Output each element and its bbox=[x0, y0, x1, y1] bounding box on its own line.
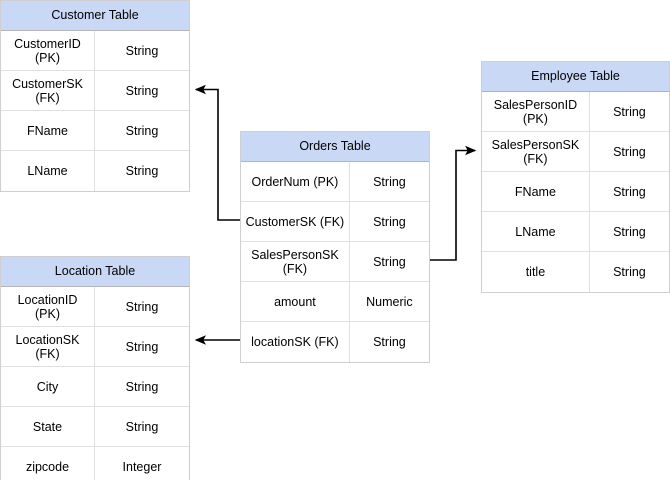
field-type: String bbox=[125, 339, 159, 354]
field-type: String bbox=[613, 104, 646, 119]
entity-row[interactable]: LName String bbox=[482, 212, 669, 252]
field-type: Integer bbox=[122, 460, 162, 474]
entity-row[interactable]: locationSK (FK) String bbox=[241, 322, 429, 362]
entity-title-employee: Employee Table bbox=[482, 62, 669, 92]
field-type: String bbox=[613, 224, 646, 239]
field-name: LName bbox=[482, 212, 590, 251]
field-name: CustomerSK (FK) bbox=[241, 202, 350, 241]
entity-row[interactable]: State String bbox=[1, 407, 189, 447]
field-name: State bbox=[1, 407, 95, 446]
field-type: String bbox=[125, 419, 159, 434]
relationship-orders-to-employee[interactable] bbox=[430, 145, 477, 261]
field-name: SalesPersonID (PK) bbox=[482, 92, 590, 131]
field-type: String bbox=[613, 144, 646, 159]
entity-row[interactable]: CustomerID (PK) String bbox=[1, 31, 189, 71]
field-name: amount bbox=[241, 282, 350, 321]
field-type: String bbox=[125, 123, 159, 138]
field-name: FName bbox=[482, 172, 590, 211]
field-type: String bbox=[125, 43, 159, 58]
entity-row[interactable]: CustomerSK (FK) String bbox=[241, 202, 429, 242]
field-name: LName bbox=[1, 151, 95, 191]
entity-row[interactable]: title String bbox=[482, 252, 669, 292]
field-type: String bbox=[125, 164, 159, 178]
field-name: zipcode bbox=[1, 447, 95, 480]
entity-row[interactable]: LocationSK (FK) String bbox=[1, 327, 189, 367]
entity-title-customer: Customer Table bbox=[1, 1, 189, 31]
field-name: FName bbox=[1, 111, 95, 150]
field-name: locationSK (FK) bbox=[241, 322, 350, 362]
field-name: SalesPersonSK (FK) bbox=[241, 242, 350, 281]
field-name: LocationID (PK) bbox=[1, 287, 95, 326]
entity-row[interactable]: OrderNum (PK) String bbox=[241, 162, 429, 202]
field-type: String bbox=[373, 214, 406, 229]
field-name: SalesPersonSK (FK) bbox=[482, 132, 590, 171]
field-name: CustomerID (PK) bbox=[1, 31, 95, 70]
field-type: String bbox=[125, 83, 159, 98]
entity-row[interactable]: LocationID (PK) String bbox=[1, 287, 189, 327]
field-name: LocationSK (FK) bbox=[1, 327, 95, 366]
field-type: String bbox=[373, 254, 406, 269]
field-name: CustomerSK (FK) bbox=[1, 71, 95, 110]
entity-row[interactable]: FName String bbox=[482, 172, 669, 212]
field-name: title bbox=[482, 252, 590, 292]
field-name: OrderNum (PK) bbox=[241, 162, 350, 201]
entity-row[interactable]: SalesPersonSK (FK) String bbox=[241, 242, 429, 282]
entity-row[interactable]: FName String bbox=[1, 111, 189, 151]
entity-title-location: Location Table bbox=[1, 257, 189, 287]
entity-title-orders: Orders Table bbox=[241, 132, 429, 162]
entity-row[interactable]: SalesPersonSK (FK) String bbox=[482, 132, 669, 172]
entity-row[interactable]: SalesPersonID (PK) String bbox=[482, 92, 669, 132]
field-type: String bbox=[373, 174, 406, 189]
field-name: City bbox=[1, 367, 95, 406]
field-type: String bbox=[125, 299, 159, 314]
field-type: String bbox=[613, 265, 646, 279]
entity-row[interactable]: City String bbox=[1, 367, 189, 407]
relationship-orders-to-customer[interactable] bbox=[194, 84, 240, 221]
entity-row[interactable]: amount Numeric bbox=[241, 282, 429, 322]
field-type: String bbox=[373, 335, 406, 349]
field-type: String bbox=[125, 379, 159, 394]
field-type: String bbox=[613, 184, 646, 199]
entity-row[interactable]: LName String bbox=[1, 151, 189, 191]
entity-row[interactable]: CustomerSK (FK) String bbox=[1, 71, 189, 111]
field-type: Numeric bbox=[366, 294, 413, 309]
entity-row[interactable]: zipcode Integer bbox=[1, 447, 189, 480]
